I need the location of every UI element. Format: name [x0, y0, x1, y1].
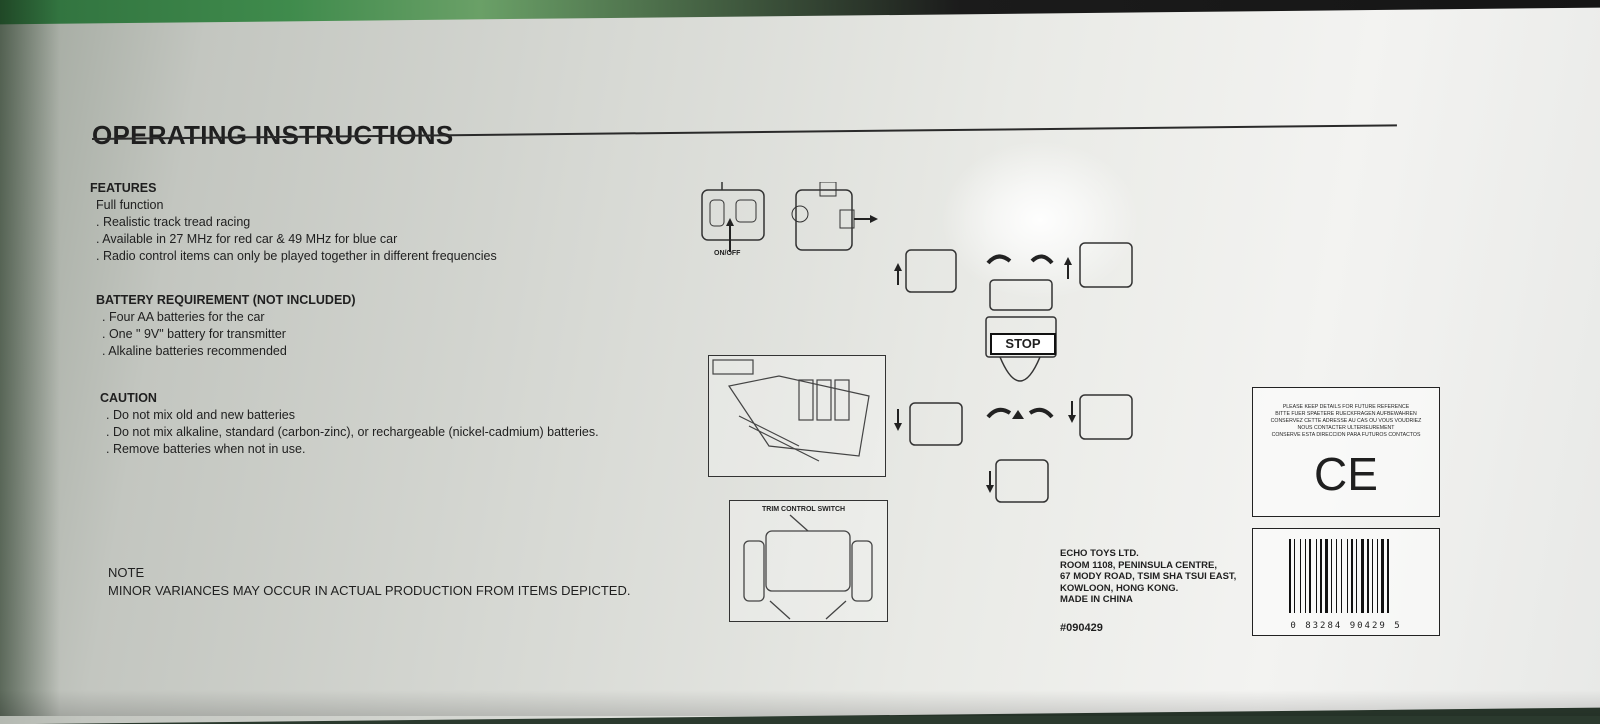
stop-sign: STOP — [990, 333, 1056, 355]
transmitter-car-icon — [701, 181, 878, 252]
item-code: #090429 — [1060, 622, 1103, 634]
address-line: KOWLOON, HONG KONG. — [1060, 582, 1179, 594]
features-section: FEATURES Full function . Realistic track… — [90, 180, 497, 265]
battery-item: . One " 9V" battery for transmitter — [102, 327, 286, 341]
features-heading: FEATURES — [90, 181, 157, 195]
battery-diagram — [708, 355, 886, 477]
feature-item: Full function — [96, 198, 164, 212]
ce-notice: PLEASE KEEP DETAILS FOR FUTURE REFERENCE… — [1253, 388, 1439, 439]
ce-notice-line: CONSERVEZ CETTE ADRESSE AU CAS OU VOUS V… — [1270, 418, 1422, 424]
battery-item: . Four AA batteries for the car — [102, 310, 265, 324]
direction-diagram: STOP — [890, 205, 1170, 505]
barcode-box: 0 83284 90429 5 — [1252, 528, 1440, 636]
onoff-diagram: ON/OFF — [700, 181, 880, 262]
battery-heading: BATTERY REQUIREMENT (NOT INCLUDED) — [96, 293, 356, 307]
note-heading: NOTE — [108, 565, 145, 580]
battery-section: BATTERY REQUIREMENT (NOT INCLUDED) . Fou… — [96, 292, 356, 360]
onoff-label: ON/OFF — [714, 250, 741, 257]
bottom-shadow — [0, 690, 1600, 716]
light-glare — [940, 140, 1140, 300]
note-text: MINOR VARIANCES MAY OCCUR IN ACTUAL PROD… — [108, 583, 631, 598]
ce-notice-line: PLEASE KEEP DETAILS FOR FUTURE REFERENCE — [1282, 404, 1410, 410]
note-section: NOTE MINOR VARIANCES MAY OCCUR IN ACTUAL… — [108, 564, 630, 600]
address-line: ROOM 1108, PENINSULA CENTRE, — [1060, 559, 1217, 571]
trim-switch-icon — [743, 514, 873, 620]
battery-item: . Alkaline batteries recommended — [102, 344, 287, 358]
caution-item: . Do not mix alkaline, standard (carbon-… — [106, 425, 599, 439]
caution-heading: CAUTION — [100, 391, 157, 405]
battery-compartment-icon — [712, 359, 870, 462]
edge-shadow — [0, 0, 60, 716]
ce-mark: CE — [1314, 448, 1378, 500]
ce-notice-line: NOUS CONTACTER ULTERIEUREMENT — [1297, 425, 1395, 431]
trim-label: TRIM CONTROL SWITCH — [762, 506, 846, 513]
barcode-digits: 0 83284 90429 5 — [1290, 621, 1402, 631]
trim-diagram: TRIM CONTROL SWITCH — [729, 500, 888, 622]
feature-item: . Radio control items can only be played… — [96, 249, 497, 263]
barcode-icon — [1289, 539, 1389, 613]
ce-notice-line: BITTE FUER SPAETERE RUECKFRAGEN AUFBEWAH… — [1275, 411, 1417, 417]
caution-item: . Do not mix old and new batteries — [106, 408, 295, 422]
steering-directions-icon — [894, 242, 1133, 503]
address-line: MADE IN CHINA — [1060, 594, 1133, 605]
address-line: ECHO TOYS LTD. — [1060, 548, 1139, 559]
ce-box: PLEASE KEEP DETAILS FOR FUTURE REFERENCE… — [1252, 387, 1440, 517]
address-line: 67 MODY ROAD, TSIM SHA TSUI EAST, — [1060, 571, 1237, 582]
feature-item: . Available in 27 MHz for red car & 49 M… — [96, 232, 398, 246]
caution-item: . Remove batteries when not in use. — [106, 442, 306, 456]
manufacturer-address: ECHO TOYS LTD. ROOM 1108, PENINSULA CENT… — [1060, 548, 1236, 606]
caution-section: CAUTION . Do not mix old and new batteri… — [100, 390, 599, 458]
ce-notice-line: CONSERVE ESTA DIRECCION PARA FUTUROS CON… — [1271, 432, 1421, 438]
feature-item: . Realistic track tread racing — [96, 215, 251, 229]
